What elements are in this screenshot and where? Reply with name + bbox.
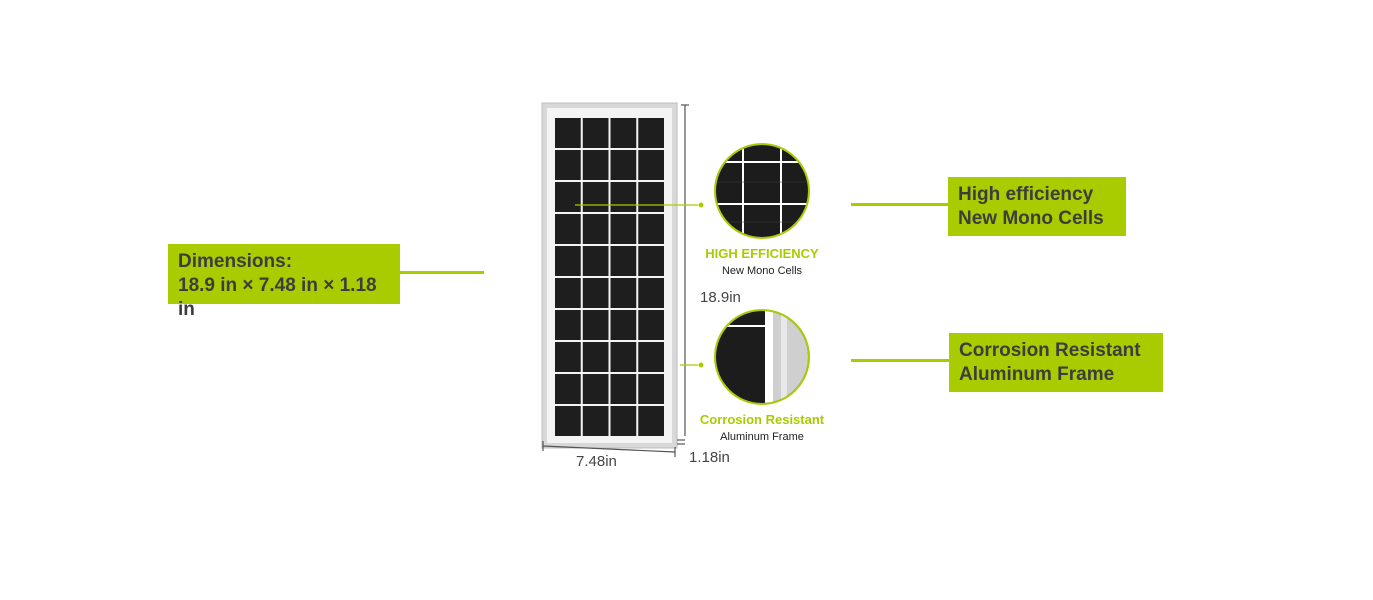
solar-cell: [555, 182, 581, 212]
width-measurement-label: 7.48in: [576, 453, 617, 470]
solar-cell: [610, 278, 637, 308]
corrosion-detail-title: Corrosion Resistant: [699, 412, 825, 427]
solar-cell: [582, 278, 609, 308]
solar-cell: [610, 214, 637, 244]
efficiency-callout: High efficiency New Mono Cells: [948, 177, 1126, 236]
solar-cell: [638, 374, 664, 404]
solar-cell: [638, 246, 664, 276]
solar-panel-illustration: [541, 102, 678, 449]
solar-cell: [555, 150, 581, 180]
dimension-lines: [542, 104, 689, 457]
solar-cell: [555, 214, 581, 244]
solar-cell: [555, 342, 581, 372]
corrosion-detail-subtitle: Aluminum Frame: [720, 431, 804, 443]
solar-cell: [638, 150, 664, 180]
dimensions-callout-title: Dimensions:: [178, 251, 293, 272]
efficiency-detail-title: HIGH EFFICIENCY: [705, 246, 819, 261]
solar-cell: [638, 278, 664, 308]
solar-cell: [582, 182, 609, 212]
solar-cell: [555, 310, 581, 340]
solar-cell: [555, 406, 581, 436]
solar-cell: [610, 118, 637, 148]
solar-cell: [638, 342, 664, 372]
solar-cell: [582, 374, 609, 404]
solar-cell: [582, 342, 609, 372]
solar-cell: [582, 118, 609, 148]
solar-cell: [610, 374, 637, 404]
efficiency-callout-line2: New Mono Cells: [958, 208, 1104, 229]
panel-cells: [555, 118, 664, 436]
efficiency-callout-line1: High efficiency: [958, 184, 1094, 205]
solar-cell: [555, 374, 581, 404]
solar-cell: [610, 342, 637, 372]
solar-cell: [638, 118, 664, 148]
detail-leader-lines: [575, 202, 704, 368]
solar-cell: [638, 310, 664, 340]
solar-cell: [638, 214, 664, 244]
corrosion-callout-line1: Corrosion Resistant: [959, 340, 1141, 361]
height-measurement-label: 18.9in: [700, 289, 741, 306]
dimensions-connector-line: [400, 271, 484, 274]
corrosion-callout-line2: Aluminum Frame: [959, 364, 1115, 385]
solar-cell: [555, 118, 581, 148]
solar-cell: [582, 310, 609, 340]
efficiency-connector-line: [851, 203, 948, 206]
depth-measurement-label: 1.18in: [689, 449, 730, 466]
solar-cell: [610, 182, 637, 212]
efficiency-detail-subtitle: New Mono Cells: [721, 265, 803, 277]
solar-cell: [610, 406, 637, 436]
solar-cell: [555, 246, 581, 276]
frame-zoom-circle: [714, 309, 810, 405]
cells-zoom-circle: [714, 143, 810, 239]
solar-cell: [582, 214, 609, 244]
solar-cell: [610, 150, 637, 180]
corrosion-callout: Corrosion Resistant Aluminum Frame: [949, 333, 1163, 392]
solar-cell: [582, 406, 609, 436]
dimensions-callout-value: 18.9 in × 7.48 in × 1.18 in: [178, 275, 377, 320]
solar-cell: [582, 246, 609, 276]
corrosion-connector-line: [851, 359, 949, 362]
solar-cell: [555, 278, 581, 308]
solar-cell: [638, 406, 664, 436]
solar-cell: [638, 182, 664, 212]
dimensions-callout: Dimensions: 18.9 in × 7.48 in × 1.18 in: [168, 244, 400, 320]
solar-cell: [610, 246, 637, 276]
solar-cell: [582, 150, 609, 180]
solar-cell: [610, 310, 637, 340]
